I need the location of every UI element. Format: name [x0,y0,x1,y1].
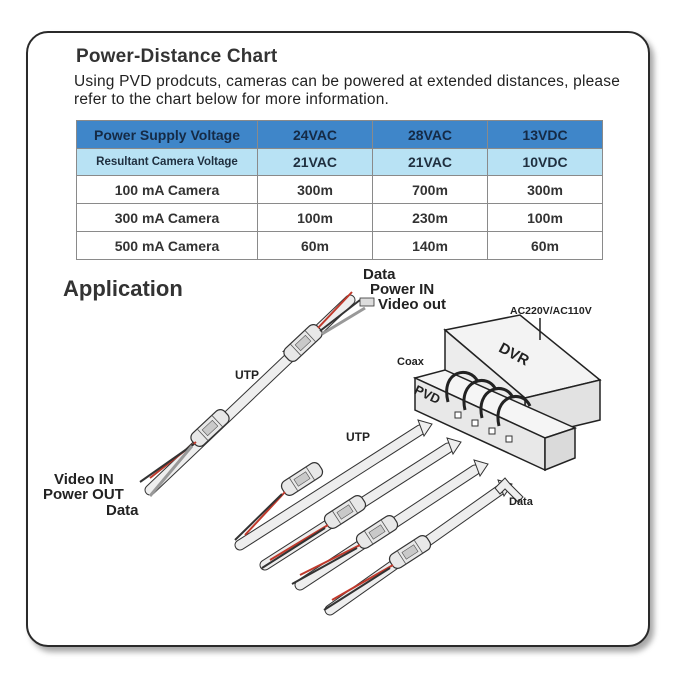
table-row: 500 mA Camera 60m 140m 60m [76,231,603,260]
chart-title: Power-Distance Chart [76,46,278,67]
coax-cables [445,370,532,427]
intro-text: Using PVD prodcuts, cameras can be power… [74,73,621,108]
data-arrow [494,477,524,503]
utp-link [234,419,433,551]
distance-cell: 230m [372,203,488,232]
top-video-out-label: Video out [378,296,447,313]
utp-link [259,437,462,571]
supply-voltage-row: Power Supply Voltage 24VAC 28VAC 13VDC [76,120,603,149]
top-data-label: Data [363,266,396,283]
distance-cell: 60m [487,231,603,260]
utp-label: UTP [235,368,259,382]
resultant-voltage-row: Resultant Camera Voltage 21VAC 21VAC 10V… [76,148,603,176]
single-utp-link [139,291,375,497]
distance-cell: 100m [257,203,373,232]
camera-load-label: 300 mA Camera [76,203,258,232]
distance-cell: 100m [487,203,603,232]
camera-load-label: 500 mA Camera [76,231,258,260]
application-heading: Application [63,276,183,301]
supply-voltage-label: Power Supply Voltage [76,120,258,149]
resultant-voltage-cell: 21VAC [372,148,488,176]
distance-cell: 300m [487,175,603,204]
distance-cell: 300m [257,175,373,204]
bottom-power-out-label: Power OUT [43,486,124,503]
distance-cell: 140m [372,231,488,260]
supply-voltage-cell: 13VDC [487,120,603,149]
utp-link [291,459,489,591]
resultant-voltage-cell: 21VAC [257,148,373,176]
resultant-voltage-cell: 10VDC [487,148,603,176]
data-label-right: Data [509,496,533,508]
multi-utp-links [234,419,513,616]
camera-load-label: 100 mA Camera [76,175,258,204]
supply-voltage-cell: 28VAC [372,120,488,149]
utp-link [323,479,513,616]
distance-cell: 60m [257,231,373,260]
utp-label-right: UTP [346,430,370,444]
bottom-data-label: Data [106,502,139,519]
balun-top [280,321,326,365]
coax-label: Coax [397,356,424,368]
table-row: 300 mA Camera 100m 230m 100m [76,203,603,232]
top-power-in-label: Power IN [370,281,435,298]
resultant-voltage-label: Resultant Camera Voltage [76,148,258,176]
supply-voltage-cell: 24VAC [257,120,373,149]
bottom-video-in-label: Video IN [54,471,114,488]
ac-power-label: AC220V/AC110V [510,305,592,317]
power-distance-table: Power Supply Voltage 24VAC 28VAC 13VDC R… [76,120,603,260]
